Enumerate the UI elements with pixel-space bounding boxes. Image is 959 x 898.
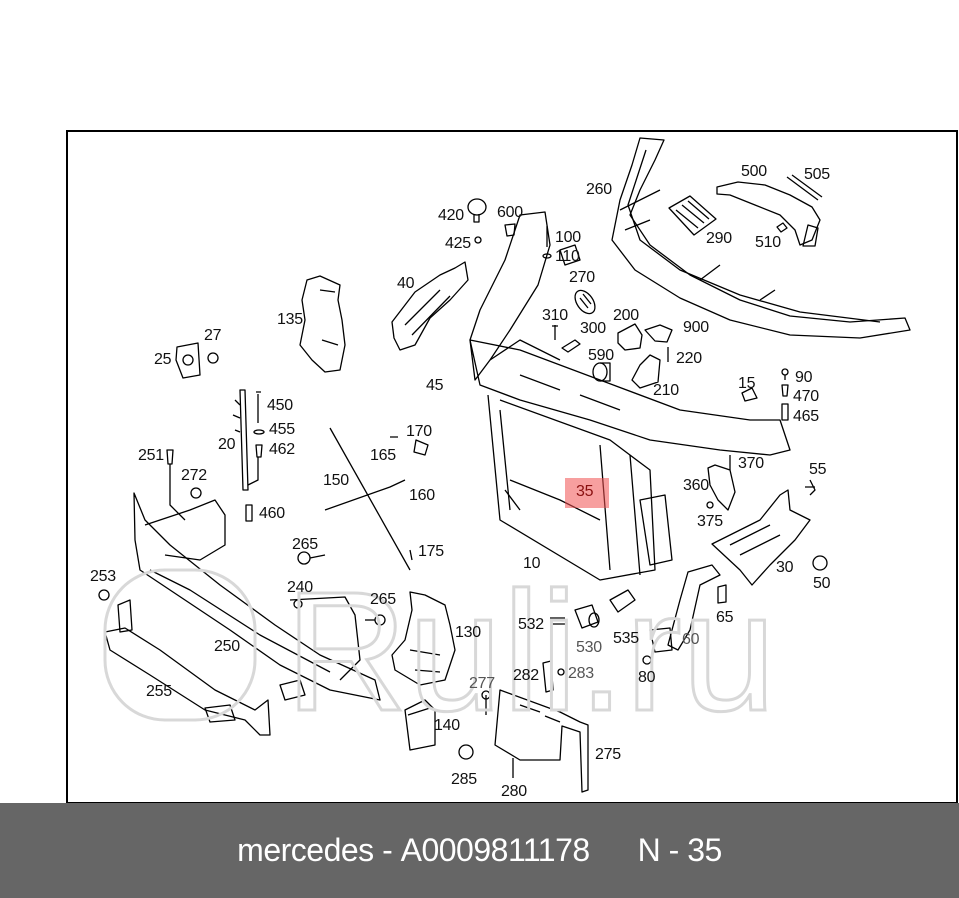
callout-220: 220	[676, 350, 702, 367]
footer-caption: mercedes - A0009811178 N - 35	[0, 803, 959, 898]
bracket-500	[716, 174, 823, 247]
callout-505: 505	[804, 166, 830, 183]
callout-360: 360	[683, 477, 709, 494]
callout-460: 460	[259, 505, 285, 522]
callout-prefix: N	[637, 832, 661, 868]
callout-200: 200	[613, 307, 639, 324]
support-20	[232, 389, 265, 522]
callout-35: 35	[576, 483, 594, 500]
callout-240: 240	[287, 579, 313, 596]
clips-right	[741, 368, 789, 421]
bracket-135	[299, 275, 346, 373]
lower-beam-255	[104, 599, 271, 736]
part-number: A0009811178	[400, 832, 591, 868]
callout-25: 25	[154, 351, 172, 368]
callout-277: 277	[469, 675, 495, 692]
callout-425: 425	[445, 235, 471, 252]
callout-455: 455	[269, 421, 295, 438]
callout-number: 35	[687, 832, 722, 868]
callout-280: 280	[501, 783, 527, 800]
callout-175: 175	[418, 543, 444, 560]
callout-140: 140	[434, 717, 460, 734]
callout-450: 450	[267, 397, 293, 414]
callout-465: 465	[793, 408, 819, 425]
callout-210: 210	[653, 382, 679, 399]
callout-283: 283	[568, 665, 594, 682]
callout-282: 282	[513, 667, 539, 684]
bracket-360	[706, 455, 736, 511]
bracket-300-310	[552, 325, 581, 353]
bracket-30	[711, 489, 811, 586]
brand-name: mercedes	[237, 832, 374, 868]
grille-290	[668, 195, 717, 236]
callout-272: 272	[181, 467, 207, 484]
callout-532: 532	[518, 616, 544, 633]
callout-530: 530	[576, 639, 602, 656]
callout-275: 275	[595, 746, 621, 763]
callout-253: 253	[90, 568, 116, 585]
callout-265: 265	[292, 536, 318, 553]
callout-separator: -	[668, 832, 680, 868]
small-fasteners-top	[467, 198, 552, 259]
callout-90: 90	[795, 369, 813, 386]
callout-10: 10	[523, 555, 541, 572]
callout-590: 590	[588, 347, 614, 364]
callout-100: 100	[555, 229, 581, 246]
callout-165: 165	[370, 447, 396, 464]
callout-285: 285	[451, 771, 477, 788]
callout-370: 370	[738, 455, 764, 472]
callout-420: 420	[438, 207, 464, 224]
callout-135: 135	[277, 311, 303, 328]
callout-160: 160	[409, 487, 435, 504]
radiator-support-10	[469, 211, 791, 581]
callout-500: 500	[741, 163, 767, 180]
callout-265: 265	[370, 591, 396, 608]
separator: -	[382, 832, 393, 868]
callout-290: 290	[706, 230, 732, 247]
upper-cross-member-260	[611, 137, 911, 339]
lower-right-brackets	[550, 564, 727, 665]
callout-45: 45	[426, 377, 444, 394]
callout-170: 170	[406, 423, 432, 440]
bracket-275	[458, 660, 589, 793]
callout-300: 300	[580, 320, 606, 337]
callout-50: 50	[813, 575, 831, 592]
callout-255: 255	[146, 683, 172, 700]
callout-20: 20	[218, 436, 236, 453]
callout-65: 65	[716, 609, 734, 626]
highlighted-callout-box	[565, 478, 609, 508]
callout-462: 462	[269, 441, 295, 458]
callout-15: 15	[738, 375, 756, 392]
bumper-beam-250	[133, 492, 381, 701]
callout-900: 900	[683, 319, 709, 336]
callout-27: 27	[204, 327, 222, 344]
fasteners-55-50	[805, 479, 828, 571]
air-duct-130	[391, 591, 456, 686]
callout-270: 270	[569, 269, 595, 286]
callout-375: 375	[697, 513, 723, 530]
sleeve-590	[592, 362, 611, 382]
callout-80: 80	[638, 669, 656, 686]
bracket-40	[391, 261, 469, 351]
callout-310: 310	[542, 307, 568, 324]
callout-251: 251	[138, 447, 164, 464]
callout-60: 60	[682, 631, 700, 648]
callout-510: 510	[755, 234, 781, 251]
callout-250: 250	[214, 638, 240, 655]
callout-150: 150	[323, 472, 349, 489]
callout-130: 130	[455, 624, 481, 641]
block-140	[404, 699, 436, 751]
callout-55: 55	[809, 461, 827, 478]
callout-535: 535	[613, 630, 639, 647]
callout-30: 30	[776, 559, 794, 576]
plate-25	[175, 342, 219, 379]
callout-260: 260	[586, 181, 612, 198]
callout-470: 470	[793, 388, 819, 405]
bracket-200-210	[617, 323, 673, 389]
rod-150	[324, 427, 429, 571]
callout-40: 40	[397, 275, 415, 292]
callout-600: 600	[497, 204, 523, 221]
grommet-270	[574, 289, 596, 315]
callout-110: 110	[555, 248, 580, 265]
